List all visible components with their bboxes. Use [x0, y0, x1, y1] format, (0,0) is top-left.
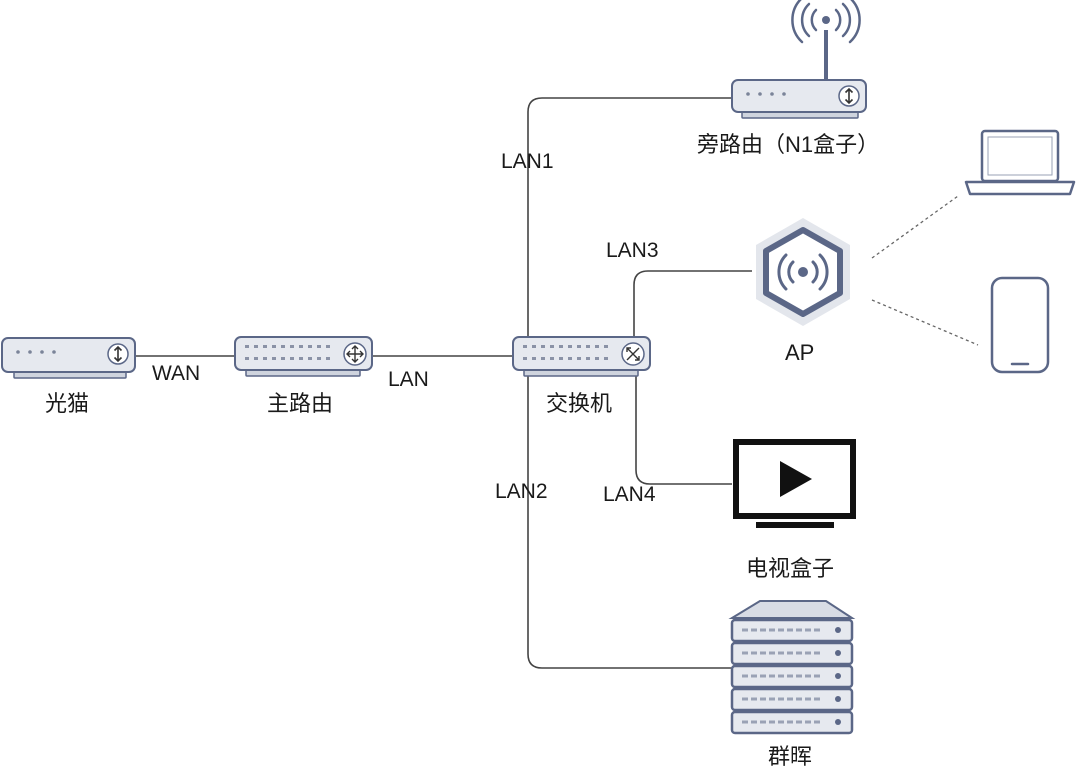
lan2-link-label: LAN2	[495, 480, 548, 503]
lan2-link	[527, 372, 732, 669]
lan4-link	[635, 372, 732, 485]
tv-box-label: 电视盒子	[746, 556, 835, 581]
switch-label: 交换机	[546, 391, 613, 416]
modem-icon	[1, 337, 136, 379]
phone-icon	[990, 276, 1050, 374]
server-stack-icon	[728, 600, 856, 735]
lan1-link	[527, 97, 732, 340]
bypass-router-label: 旁路由（N1盒子）	[697, 132, 880, 157]
main-router-label: 主路由	[267, 391, 334, 416]
wifi-router-icon	[731, 0, 867, 119]
ap-label: AP	[785, 340, 815, 365]
modem-label: 光猫	[45, 391, 90, 416]
laptop-icon	[964, 129, 1076, 196]
lan4-link-label: LAN4	[603, 483, 656, 506]
tv-play-icon	[733, 439, 856, 528]
lan-link-label: LAN	[388, 368, 429, 391]
wireless-link-laptop	[871, 195, 959, 259]
wireless-ap-icon	[756, 218, 850, 326]
switch-icon	[512, 336, 651, 377]
router-icon	[234, 336, 373, 377]
wan-link-label: WAN	[152, 362, 201, 385]
lan3-link-label: LAN3	[606, 239, 659, 262]
wireless-link-phone	[871, 299, 979, 346]
lan1-link-label: LAN1	[501, 150, 554, 173]
nas-label: 群晖	[766, 744, 815, 769]
lan3-link	[633, 270, 752, 340]
